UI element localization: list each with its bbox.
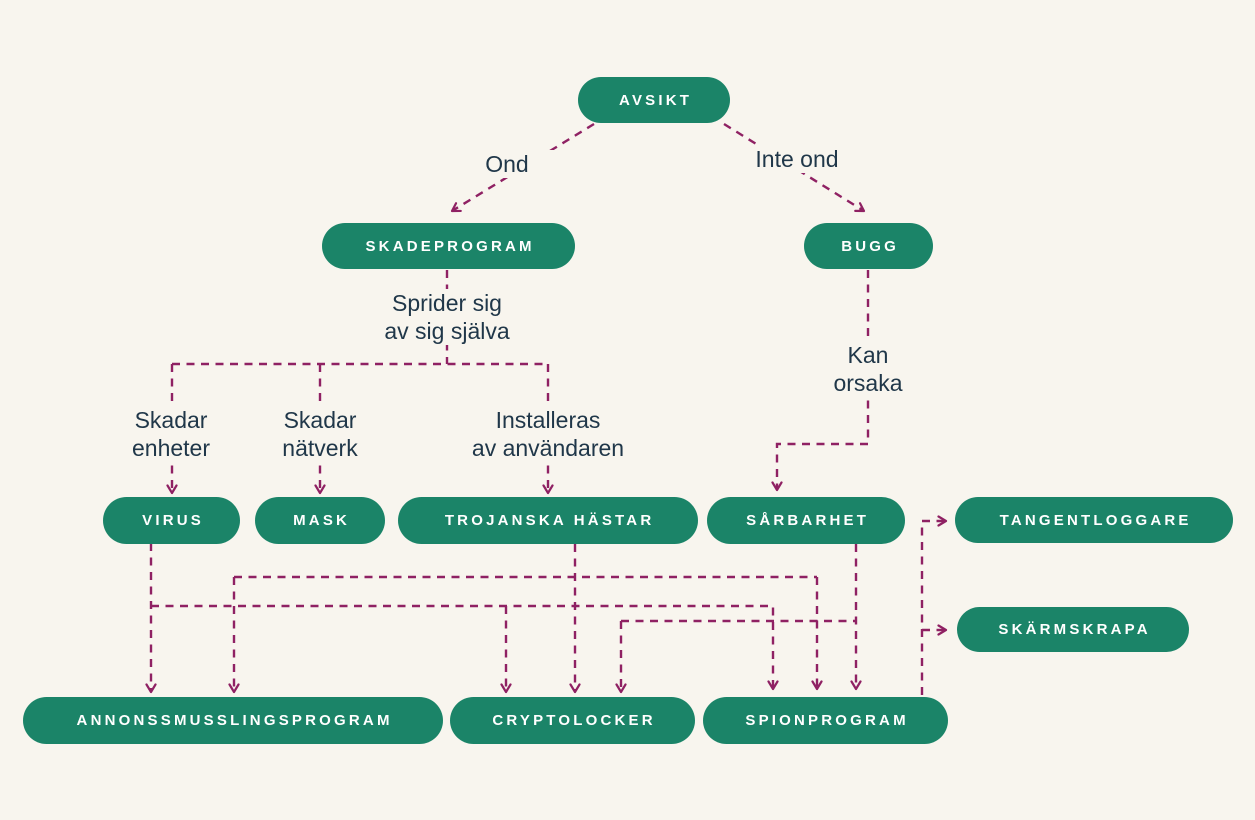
edge-label-ond: Ond [457,150,557,178]
edge-label-sprider-sig: Sprider sig av sig själva [347,289,547,345]
edge-label-skadar-natverk: Skadar nätverk [245,406,395,462]
edge-virus-spionprogram [151,604,779,691]
edge-label-kan-orsaka: Kan orsaka [793,341,943,397]
edge-avsikt-bugg [723,122,866,213]
node-annonssmusslingsprogram: ANNONSSMUSSLINGSPROGRAM [23,697,443,744]
edge-label-inte-ond: Inte ond [722,145,872,173]
node-spionprogram: SPIONPROGRAM [703,697,948,744]
node-trojanska-hastar: TROJANSKA HÄSTAR [398,497,698,544]
node-bugg: BUGG [804,223,933,269]
node-tangentloggare: TANGENTLOGGARE [955,497,1233,543]
node-avsikt: AVSIKT [578,77,730,123]
edge-label-skadar-enheter: Skadar enheter [96,406,246,462]
node-virus: VIRUS [103,497,240,544]
node-skarmskrapa: SKÄRMSKRAPA [957,607,1189,652]
node-cryptolocker: CRYPTOLOCKER [450,697,695,744]
node-sarbarhet: SÅRBARHET [707,497,905,544]
node-skadeprogram: SKADEPROGRAM [322,223,575,269]
node-mask: MASK [255,497,385,544]
edge-label-installeras: Installeras av användaren [448,406,648,462]
edge-spionprogram-tangentloggare [920,515,948,695]
